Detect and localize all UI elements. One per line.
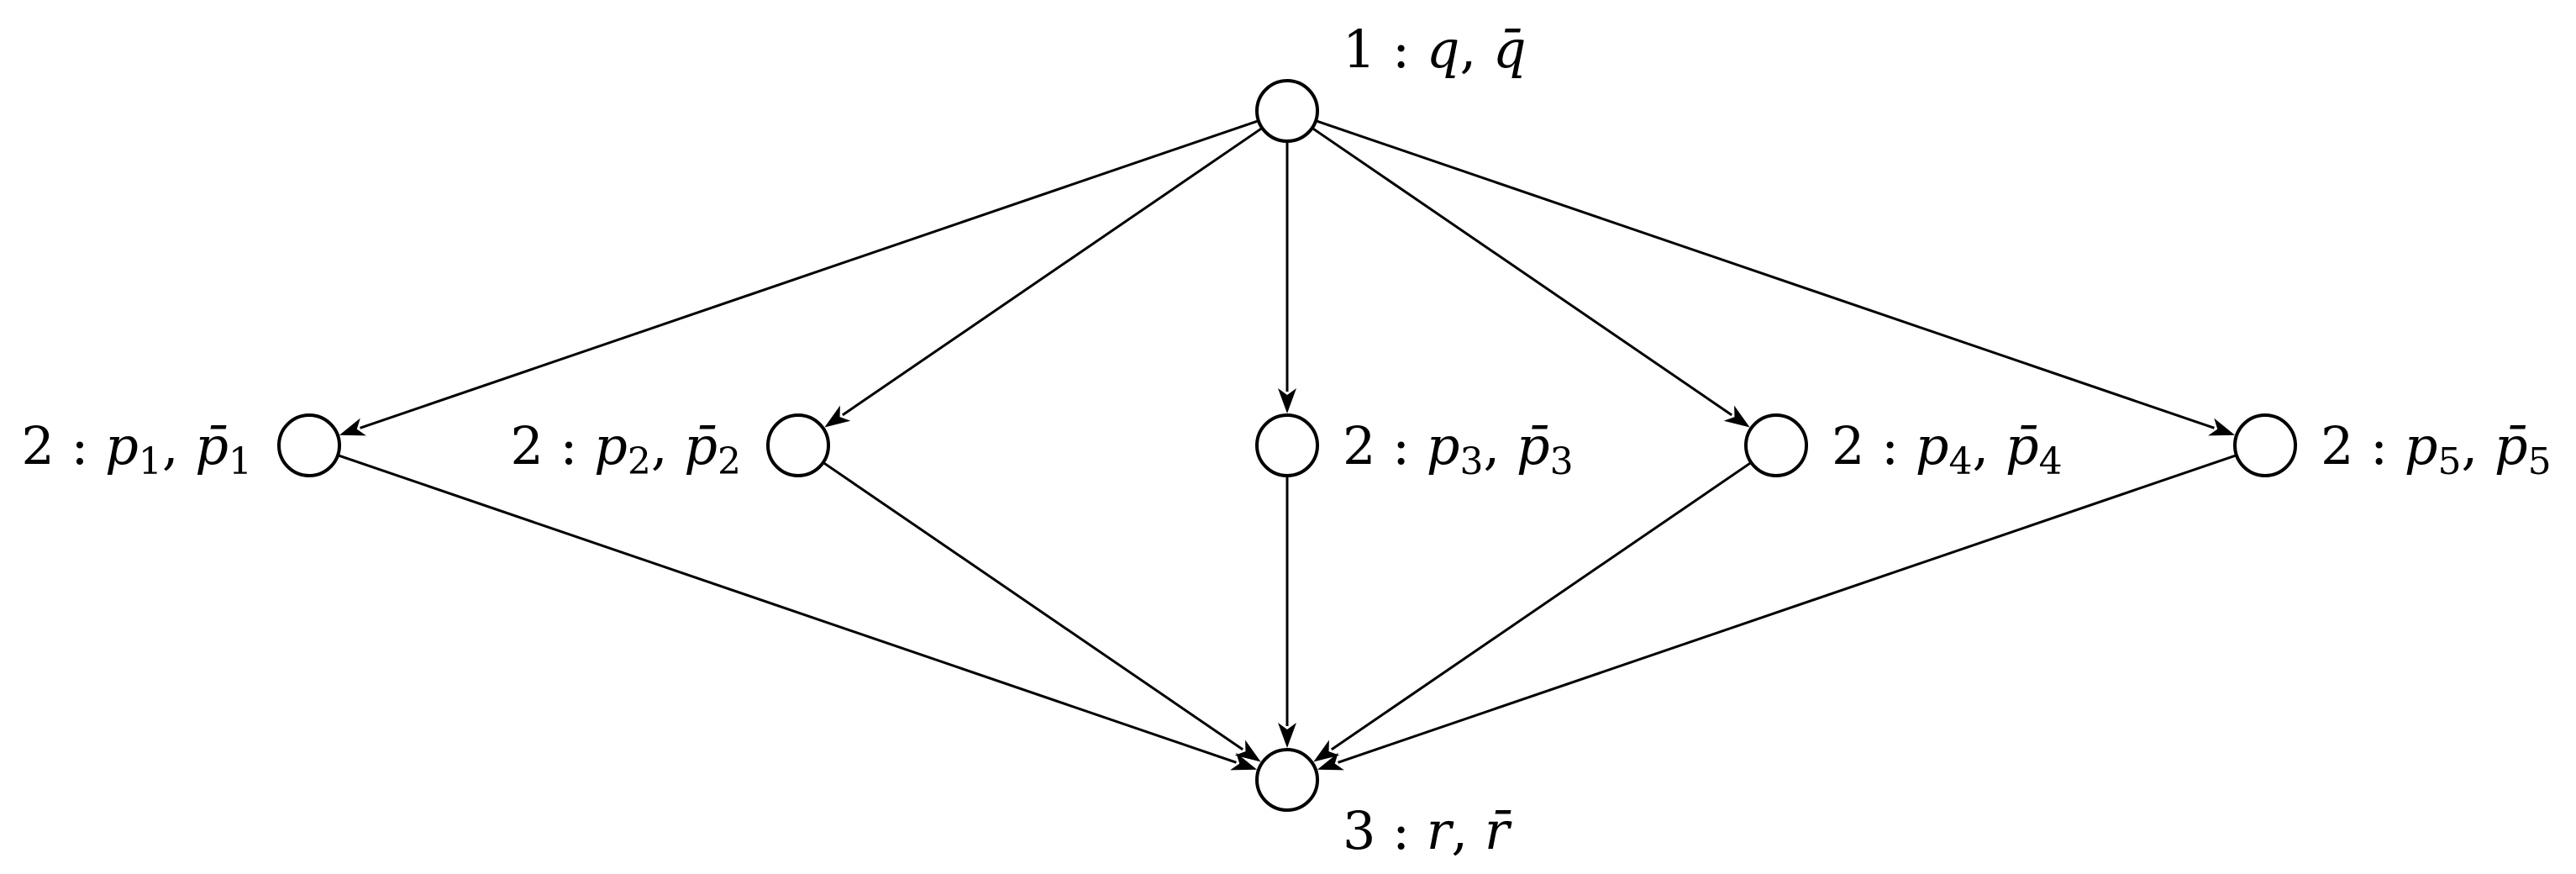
edge-line (841, 127, 1264, 417)
node-label-bottom: 3 : r, r̄ (1343, 800, 1512, 861)
edge-mid1-to-bottom (337, 454, 1258, 771)
edge-mid2-to-bottom (822, 461, 1261, 762)
edge-line (1338, 454, 2237, 764)
edge-top-to-mid3 (1278, 141, 1296, 413)
edge-top-to-mid4 (1311, 127, 1750, 428)
edge-top-to-mid5 (1315, 119, 2236, 436)
node-bottom (1255, 748, 1319, 812)
node-label-mid5: 2 : p5, p̄5 (2321, 415, 2552, 483)
arrowhead-icon (1234, 740, 1261, 762)
node-mid2 (766, 413, 830, 477)
arrowhead-icon (1278, 723, 1296, 748)
edge-line (337, 454, 1237, 764)
edge-line (1315, 119, 2215, 429)
arrowhead-icon (1723, 405, 1750, 428)
edge-line (822, 461, 1244, 751)
edges-layer (337, 119, 2237, 771)
arrowhead-icon (2208, 418, 2236, 436)
arrowhead-icon (1278, 388, 1296, 413)
edge-top-to-mid1 (339, 119, 1259, 436)
edge-line (1311, 127, 1733, 417)
node-label-mid2: 2 : p2, p̄2 (510, 415, 741, 483)
node-label-mid3: 2 : p3, p̄3 (1343, 415, 1574, 483)
node-label-mid4: 2 : p4, p̄4 (1832, 415, 2063, 483)
node-mid3 (1255, 413, 1319, 477)
node-label-mid1: 2 : p1, p̄1 (21, 415, 252, 483)
arrowhead-icon (824, 405, 851, 428)
node-label-top: 1 : q, q̄ (1343, 18, 1527, 80)
arrowhead-icon (339, 418, 366, 436)
labels-layer: 1 : q, q̄ 2 : p1, p̄1 2 : p2, p̄2 2 : p3, p… (21, 18, 2551, 861)
arrowhead-icon (1313, 740, 1340, 762)
edge-top-to-mid2 (824, 127, 1264, 428)
node-top (1255, 79, 1319, 143)
edge-line (1330, 461, 1753, 751)
nodes-layer (277, 79, 2297, 812)
edge-line (360, 119, 1259, 429)
edge-mid5-to-bottom (1317, 454, 2237, 771)
arrowhead-icon (1317, 752, 1344, 771)
node-mid4 (1744, 413, 1808, 477)
edge-mid3-to-bottom (1278, 476, 1296, 748)
node-mid5 (2233, 413, 2297, 477)
arrowhead-icon (1230, 752, 1258, 771)
edge-mid4-to-bottom (1313, 461, 1753, 762)
node-mid1 (277, 413, 341, 477)
